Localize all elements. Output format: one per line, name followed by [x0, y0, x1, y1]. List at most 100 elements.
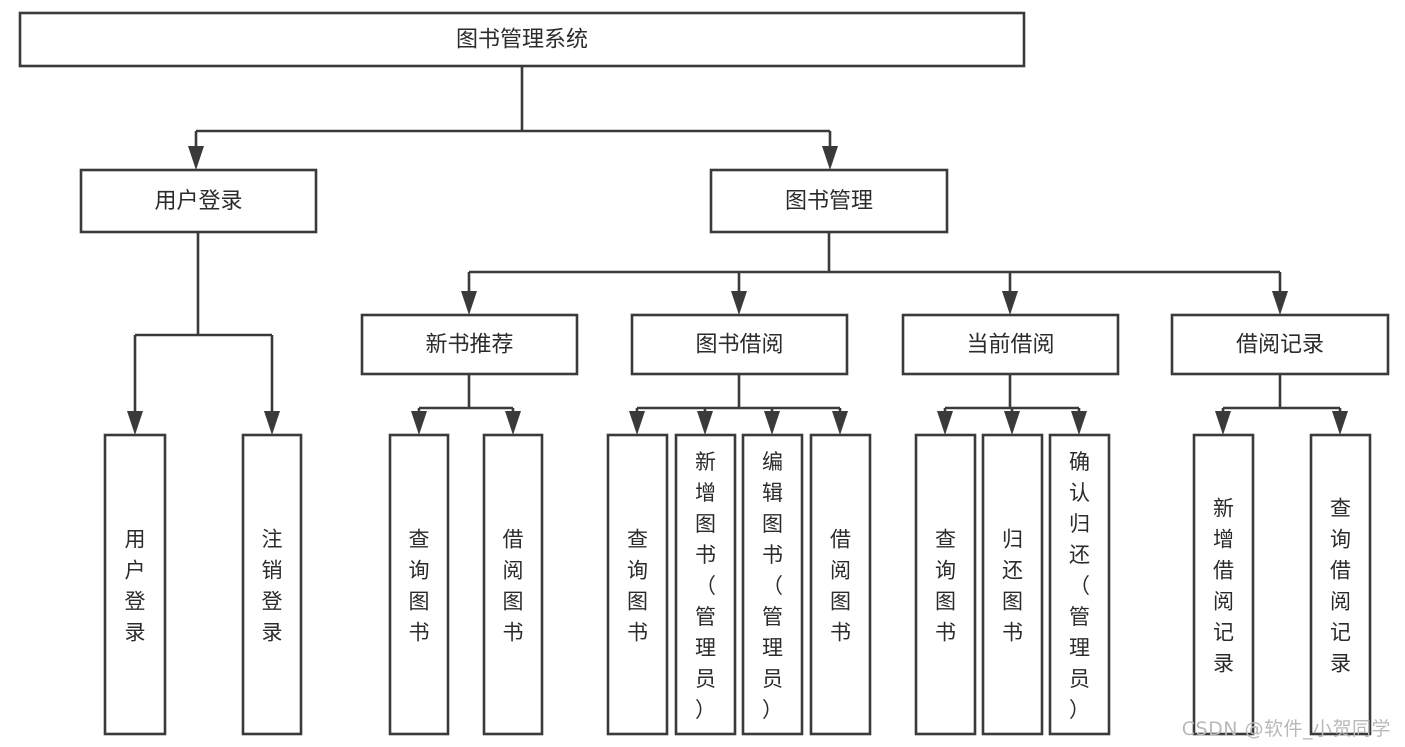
leaf-node-1-box[interactable]	[241, 433, 303, 736]
arrow-lend-leaf-1	[629, 411, 645, 435]
connectors	[127, 66, 1348, 435]
svg-text:书: 书	[695, 543, 716, 567]
svg-text:询: 询	[409, 559, 430, 583]
svg-text:书: 书	[762, 543, 783, 567]
leaf-node-0-box[interactable]	[103, 433, 167, 736]
svg-text:员: 员	[762, 667, 783, 691]
level1-node-0-box[interactable]	[79, 168, 318, 234]
svg-text:借: 借	[503, 528, 524, 552]
svg-text:记: 记	[1213, 621, 1234, 645]
level2-node-0-box[interactable]	[360, 313, 579, 376]
svg-text:增: 增	[695, 481, 716, 505]
arrow-lend-leaf-4	[832, 411, 848, 435]
level2-node-group: 新书推荐图书借阅当前借阅借阅记录	[360, 313, 1390, 376]
arrow-lend-leaf-2	[697, 411, 713, 435]
svg-text:确: 确	[1069, 450, 1090, 474]
arrow-lend-leaf-3	[764, 411, 780, 435]
level2-node-0-label: 新书推荐	[425, 333, 513, 358]
level2-node-1-box[interactable]	[630, 313, 849, 376]
arrow-newbook-leaf-1	[411, 411, 427, 435]
svg-text:询: 询	[627, 559, 648, 583]
svg-text:记: 记	[1330, 621, 1351, 645]
svg-text:阅: 阅	[503, 559, 524, 583]
leaf-node-2-box[interactable]	[388, 433, 450, 736]
svg-text:录: 录	[1213, 652, 1234, 676]
arrow-book-module-2	[731, 291, 747, 315]
leaf-node-4-box[interactable]	[606, 433, 669, 736]
svg-text:登: 登	[262, 590, 283, 614]
svg-text:还: 还	[1069, 543, 1090, 567]
leaf-node-7-box[interactable]	[809, 433, 872, 736]
svg-text:录: 录	[262, 621, 283, 645]
arrow-root-to-user	[188, 146, 204, 170]
svg-text:书: 书	[409, 621, 430, 645]
leaf-node-8-box[interactable]	[914, 433, 977, 736]
level2-node-3-box[interactable]	[1170, 313, 1390, 376]
svg-text:询: 询	[1330, 528, 1351, 552]
svg-text:）: ）	[762, 698, 783, 722]
svg-text:书: 书	[830, 621, 851, 645]
root-node-group: 图书管理系统	[18, 11, 1026, 68]
svg-text:管: 管	[695, 605, 716, 629]
level2-node-2-box[interactable]	[901, 313, 1120, 376]
level1-node-1-box[interactable]	[709, 168, 949, 234]
svg-text:图: 图	[409, 590, 430, 614]
svg-text:）: ）	[1069, 698, 1090, 722]
svg-text:图: 图	[695, 512, 716, 536]
svg-text:查: 查	[935, 528, 956, 552]
leaf-node-5-box[interactable]	[674, 433, 737, 736]
svg-text:登: 登	[125, 590, 146, 614]
leaf-node-11-box[interactable]	[1192, 433, 1255, 736]
leaf-node-6-box[interactable]	[741, 433, 804, 736]
svg-text:员: 员	[1069, 667, 1090, 691]
level1-node-0-label: 用户登录	[154, 189, 242, 214]
svg-text:图: 图	[627, 590, 648, 614]
level2-node-2-label: 当前借阅	[966, 333, 1054, 358]
svg-text:图: 图	[1002, 590, 1023, 614]
svg-text:借: 借	[1213, 559, 1234, 583]
svg-text:录: 录	[125, 621, 146, 645]
leaf-node-0-label: 用户登录	[125, 528, 146, 645]
svg-text:询: 询	[935, 559, 956, 583]
svg-text:图: 图	[935, 590, 956, 614]
arrow-user-leaf-2	[264, 411, 280, 435]
arrow-record-leaf-1	[1215, 411, 1231, 435]
svg-text:归: 归	[1069, 512, 1090, 536]
root-node-label: 图书管理系统	[456, 28, 588, 53]
arrow-current-leaf-3	[1071, 411, 1087, 435]
svg-text:（: （	[1069, 574, 1090, 598]
arrow-user-leaf-1	[127, 411, 143, 435]
svg-text:（: （	[762, 574, 783, 598]
svg-text:管: 管	[762, 605, 783, 629]
svg-text:用: 用	[125, 528, 146, 552]
svg-text:）: ）	[695, 698, 716, 722]
svg-text:图: 图	[762, 512, 783, 536]
arrow-newbook-leaf-2	[505, 411, 521, 435]
svg-text:查: 查	[627, 528, 648, 552]
root-node-box[interactable]	[18, 11, 1026, 68]
svg-text:阅: 阅	[1213, 590, 1234, 614]
svg-text:员: 员	[695, 667, 716, 691]
svg-text:新: 新	[1213, 497, 1234, 521]
svg-text:辑: 辑	[762, 481, 783, 505]
svg-text:借: 借	[830, 528, 851, 552]
leaf-node-3-box[interactable]	[482, 433, 544, 736]
leaf-node-10-box[interactable]	[1048, 433, 1111, 736]
svg-text:认: 认	[1069, 481, 1090, 505]
svg-text:阅: 阅	[830, 559, 851, 583]
arrow-current-leaf-2	[1004, 411, 1020, 435]
leaf-node-9-box[interactable]	[981, 433, 1044, 736]
svg-text:注: 注	[262, 528, 283, 552]
leaf-node-12-box[interactable]	[1309, 433, 1372, 736]
